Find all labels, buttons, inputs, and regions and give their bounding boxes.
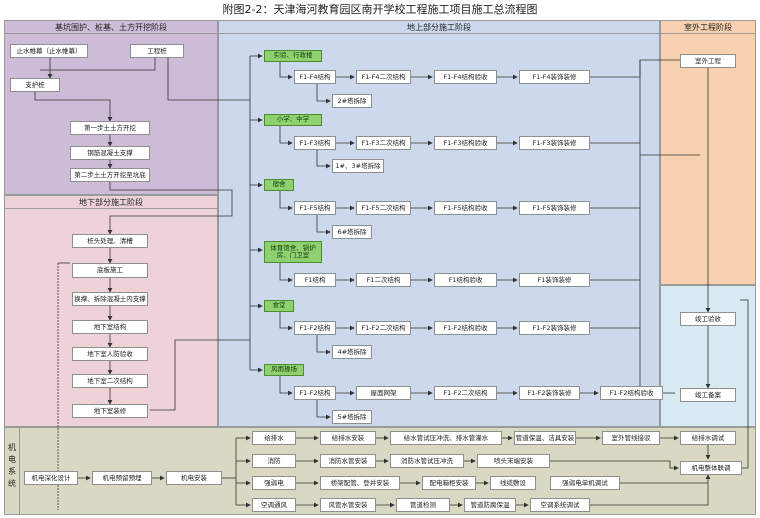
dorm-step-decoration: F1-F5装饰装修	[519, 201, 590, 215]
support-removal-box: 换撑、拆除混凝土内支撑	[72, 292, 148, 306]
lab-step-secondary: F1-F4二次结构	[356, 70, 411, 84]
page-title: 附图2-2：天津海河教育园区南开学校工程施工项目施工总流程图	[222, 3, 538, 16]
building-lab-label: 实验、行政楼	[264, 50, 322, 62]
mep-fire-pressure: 消防水管试压冲洗	[390, 454, 464, 468]
primary-step-decoration: F1-F3装饰装修	[519, 136, 590, 150]
primary-crane-removal: 1#、3#塔拆除	[332, 159, 384, 173]
civil-defense-box: 地下室人防验收	[72, 347, 148, 361]
building-dorm-label: 宿舍	[264, 179, 294, 191]
primary-step-structure: F1-F3结构	[294, 136, 336, 150]
canteen-step-structure: F1-F2结构	[294, 321, 336, 335]
mep-drainage-debug: 给排水调试	[680, 431, 736, 445]
support-pile-box: 支护桩	[10, 78, 60, 92]
outdoor-header: 室外工程阶段	[660, 22, 756, 34]
foundation-header: 基坑围护、桩基、土方开挖阶段	[4, 22, 218, 34]
rain-step-acceptance: F1-F2结构验收	[600, 386, 663, 400]
rain-step-secondary: F1-F2二次结构	[434, 386, 497, 400]
underground-header: 地下部分施工阶段	[4, 197, 218, 209]
primary-step-secondary: F1-F3二次结构	[356, 136, 411, 150]
mep-drainage-pressure: 给水管试压冲洗、排水管灌水	[390, 431, 502, 445]
lab-step-structure: F1-F4结构	[294, 70, 336, 84]
mep-label-strip	[4, 427, 20, 515]
pile-head-box: 桩头处理、清槽	[72, 234, 148, 248]
gym-step-acceptance: F1结构验收	[434, 273, 497, 287]
completion-record-box: 竣工备案	[680, 388, 736, 402]
mep-fire-sprinkler: 喷头末端安装	[477, 454, 550, 468]
mep-elec-cabinet: 配电箱柜安装	[422, 476, 476, 490]
mep-hvac-duct: 风管水管安装	[320, 498, 376, 512]
secondary-structure-box: 地下室二次结构	[72, 374, 148, 388]
completion-check-box: 竣工验收	[680, 312, 736, 326]
mep-header: 机电系统	[8, 443, 16, 488]
excavate-2-box: 第二步土土方开挖至坑底	[70, 168, 150, 182]
above-ground-header: 地上部分施工阶段	[218, 22, 660, 34]
dorm-crane-removal: 6#塔拆除	[332, 225, 372, 239]
primary-step-acceptance: F1-F3结构验收	[434, 136, 497, 150]
mep-elec-tray: 桥架配管、登井安装	[320, 476, 400, 490]
rain-crane-removal: 5#塔拆除	[332, 410, 372, 424]
mep-hvac-box: 空调通风	[252, 498, 296, 512]
lab-step-decoration: F1-F4装饰装修	[519, 70, 590, 84]
building-gym-label: 体育馆舍、锅炉房、门卫室	[264, 241, 322, 263]
dorm-step-structure: F1-F5结构	[294, 201, 336, 215]
rain-step-structure: F1-F2结构	[294, 386, 336, 400]
canteen-step-acceptance: F1-F2结构验收	[434, 321, 497, 335]
above-ground-zone	[218, 20, 660, 427]
excavate-1-box: 第一步土土方开挖	[70, 121, 150, 135]
mep-drainage-insulation: 管道保温、洁具安装	[514, 431, 576, 445]
waterproof-pile-box: 止水帷幕（止水帷幕）	[10, 44, 88, 58]
lab-step-acceptance: F1-F4结构验收	[434, 70, 497, 84]
mep-elec-cable: 线缆敷设	[490, 476, 536, 490]
basement-structure-box: 地下室结构	[72, 320, 148, 334]
building-canteen-label: 食堂	[264, 300, 294, 312]
lab-crane-removal: 2#塔拆除	[332, 94, 372, 108]
mep-drainage-box: 给排水	[252, 431, 296, 445]
dorm-step-acceptance: F1-F5结构验收	[434, 201, 497, 215]
gym-step-structure: F1结构	[294, 273, 336, 287]
canteen-step-decoration: F1-F2装饰装修	[519, 321, 590, 335]
concrete-support-box: 钢筋混凝土支撑	[70, 146, 150, 160]
building-primary-label: 小学、中学	[264, 114, 322, 126]
canteen-step-secondary: F1-F2二次结构	[356, 321, 411, 335]
gym-step-decoration: F1装饰装修	[519, 273, 590, 287]
mep-hvac-test: 管道检测	[396, 498, 450, 512]
outdoor-work-box: 室外工程	[680, 54, 736, 68]
rain-step-roof-truss: 屋面网架	[356, 386, 411, 400]
mep-fire-install: 消防水管安装	[320, 454, 376, 468]
mep-joint-debug-box: 机电整体联调	[680, 461, 742, 475]
mep-elec-debug: 强弱电单机调试	[550, 476, 620, 490]
building-rain-label: 风雨操场	[264, 364, 304, 376]
mep-pre-embed-box: 机电预留预埋	[92, 471, 152, 485]
mep-hvac-debug: 空调系统调试	[530, 498, 590, 512]
mep-install-box: 机电安装	[166, 471, 222, 485]
mep-drainage-install: 给排水安装	[320, 431, 376, 445]
mep-drainage-outdoor: 室外管线接驳	[602, 431, 660, 445]
engineering-pile-box: 工程桩	[130, 44, 184, 58]
bottom-slab-box: 底板施工	[72, 263, 148, 278]
dorm-step-secondary: F1-F5二次结构	[356, 201, 411, 215]
mep-hvac-anticorrosion: 管道防腐保温	[464, 498, 516, 512]
rain-step-decoration: F1-F2装饰装修	[519, 386, 580, 400]
canteen-crane-removal: 4#塔拆除	[332, 345, 372, 359]
gym-step-secondary: F1二次结构	[356, 273, 411, 287]
mep-fire-box: 消防	[252, 454, 296, 468]
basement-decoration-box: 地下室装修	[72, 404, 148, 418]
mep-deepen-design-box: 机电深化设计	[24, 471, 78, 485]
mep-strong-elec-box: 强弱电	[252, 476, 296, 490]
